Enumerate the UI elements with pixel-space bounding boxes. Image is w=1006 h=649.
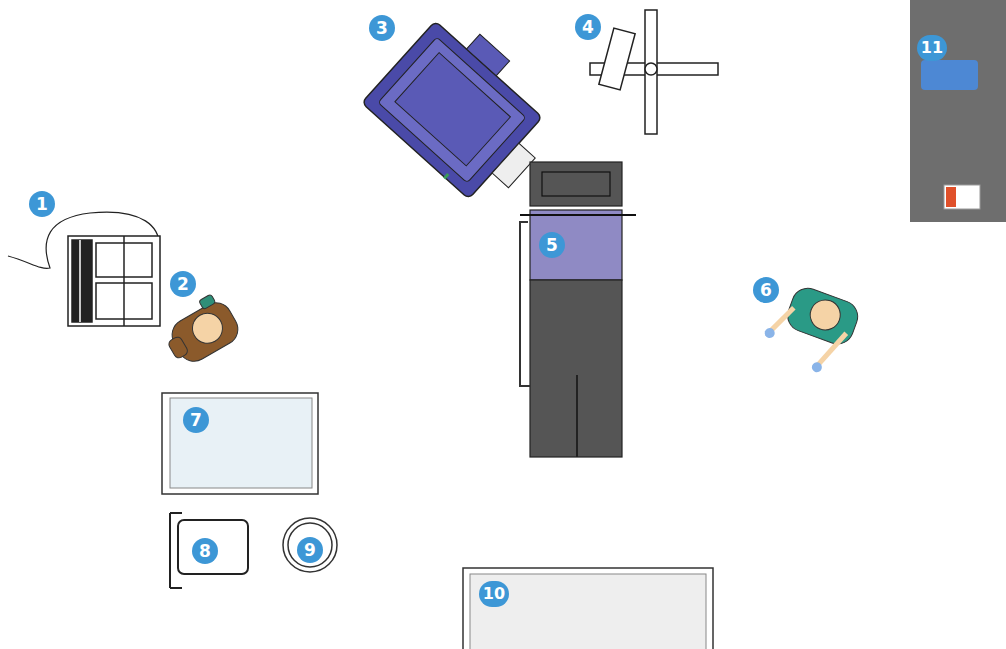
instrument-table — [162, 393, 318, 494]
callout-number: 5 — [539, 232, 565, 258]
wall-panel — [910, 0, 1006, 222]
callout-number: 10 — [479, 581, 509, 607]
callout-number: 1 — [29, 191, 55, 217]
anesthetist — [157, 290, 244, 370]
callout-number: 9 — [297, 537, 323, 563]
callout-number: 3 — [369, 15, 395, 41]
callout-number: 11 — [917, 35, 947, 61]
waste-bucket — [283, 518, 337, 572]
operating-table — [520, 162, 636, 457]
callout-number: 8 — [192, 538, 218, 564]
ceiling-boom — [590, 10, 718, 134]
callout-number: 4 — [575, 14, 601, 40]
callout-number: 7 — [183, 407, 209, 433]
anesthesia-machine — [8, 212, 160, 326]
callout-number: 2 — [170, 271, 196, 297]
trolley — [170, 513, 248, 588]
callout-number: 6 — [753, 277, 779, 303]
side-table — [463, 568, 713, 649]
